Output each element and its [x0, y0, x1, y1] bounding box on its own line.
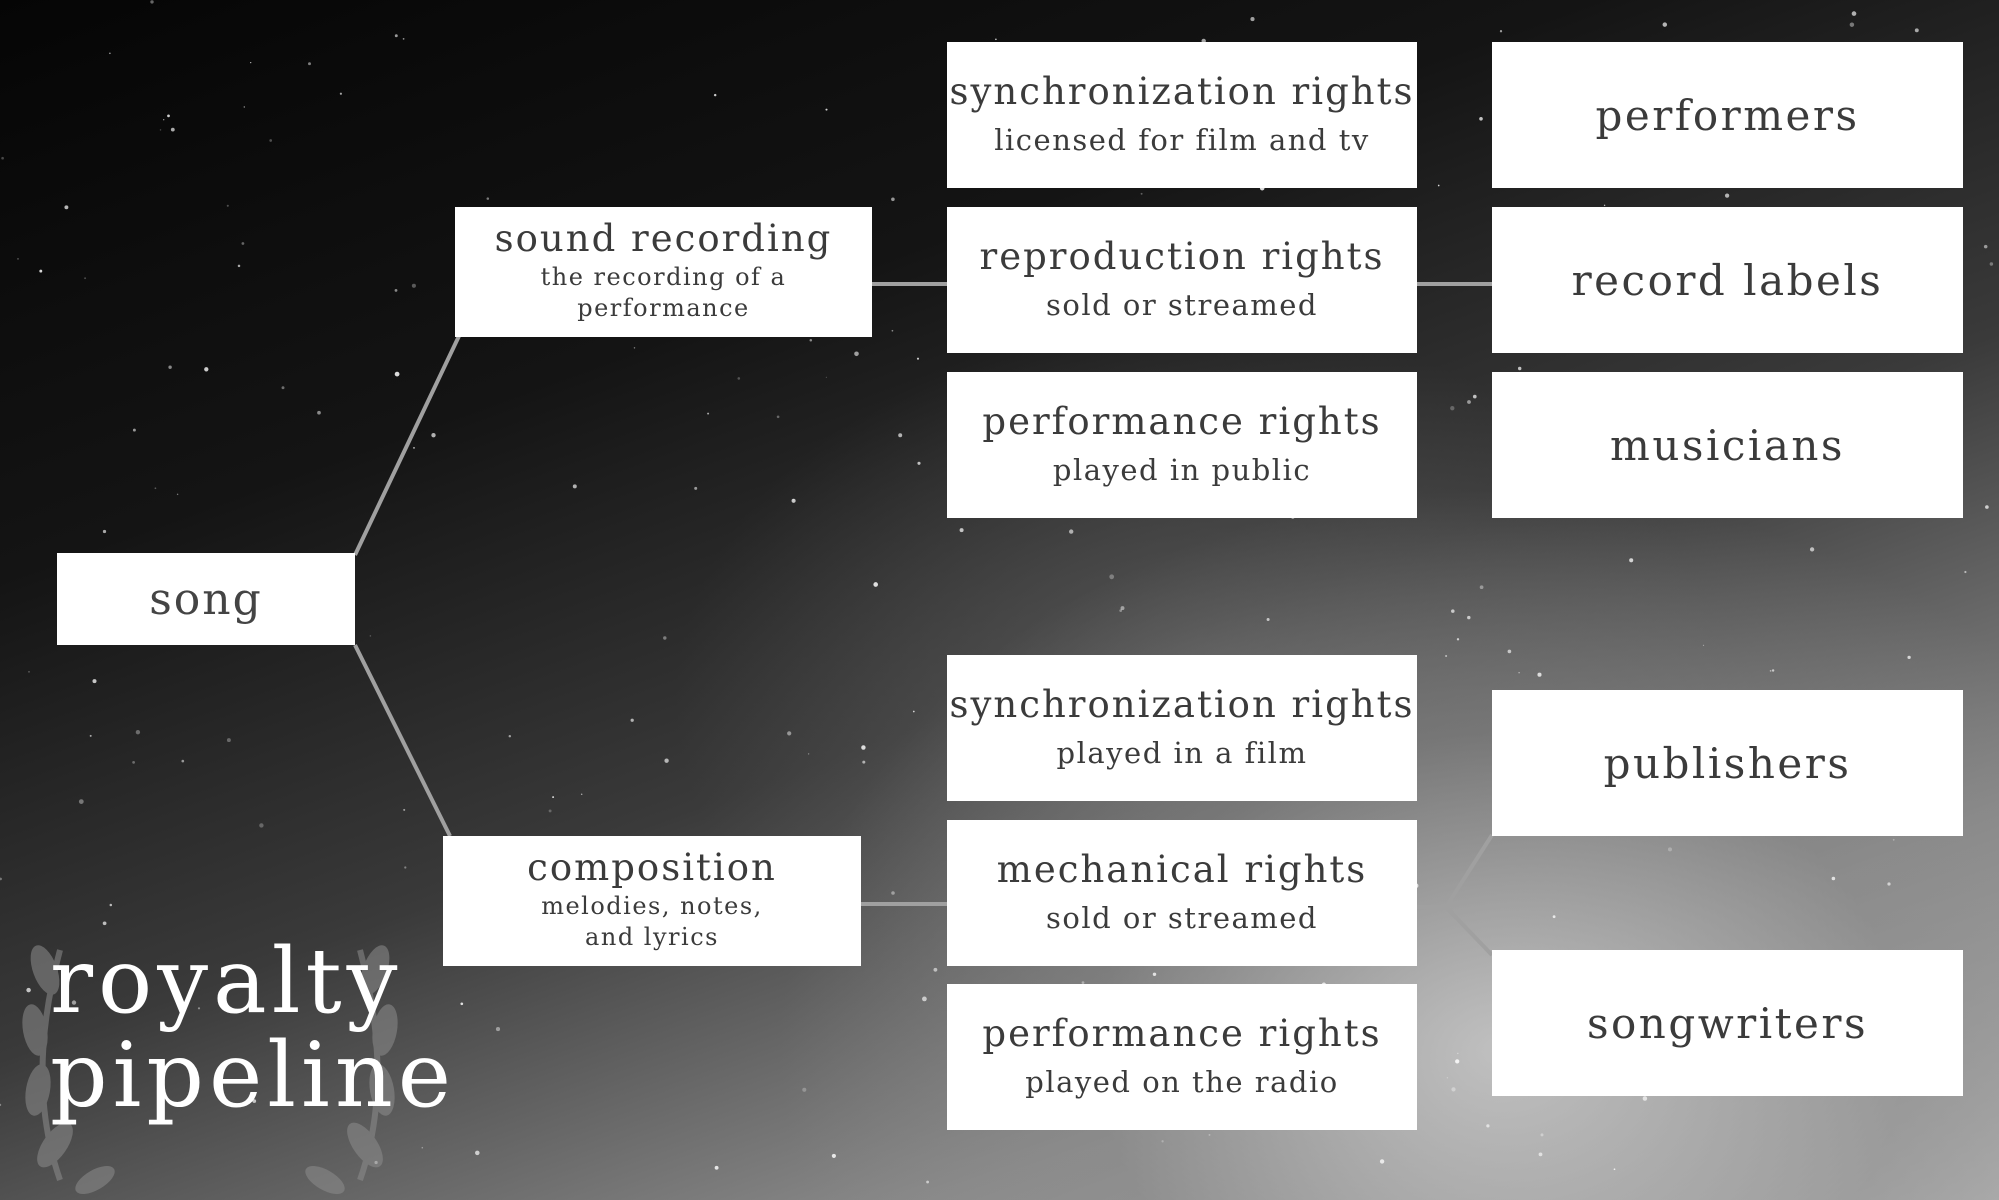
- recording-sync-rights-node: synchronization rights licensed for film…: [947, 42, 1417, 188]
- title-line-2: pipeline: [50, 1022, 457, 1128]
- recipient-label: musicians: [1610, 420, 1845, 470]
- rights-title: reproduction rights: [979, 235, 1385, 279]
- recipient-musicians-node: musicians: [1492, 372, 1963, 518]
- composition-performance-rights-node: performance rights played on the radio: [947, 984, 1417, 1130]
- connector-song-to-composition: [353, 644, 452, 837]
- composition-node: composition melodies, notes, and lyrics: [443, 836, 861, 966]
- recipient-record-labels-node: record labels: [1492, 207, 1963, 353]
- rights-title: performance rights: [982, 1012, 1382, 1056]
- song-label: song: [149, 573, 263, 625]
- rights-subtitle: sold or streamed: [1045, 900, 1318, 935]
- composition-sync-rights-node: synchronization rights played in a film: [947, 655, 1417, 801]
- rights-subtitle: played in a film: [1056, 735, 1308, 770]
- recipient-songwriters-node: songwriters: [1492, 950, 1963, 1096]
- composition-title: composition: [527, 846, 777, 890]
- song-node: song: [57, 553, 355, 645]
- recipient-publishers-node: publishers: [1492, 690, 1963, 836]
- connector-song-to-recording: [353, 335, 461, 556]
- recording-reproduction-rights-node: reproduction rights sold or streamed: [947, 207, 1417, 353]
- composition-subtitle: melodies, notes, and lyrics: [541, 892, 763, 952]
- recording-performance-rights-node: performance rights played in public: [947, 372, 1417, 518]
- rights-title: mechanical rights: [996, 848, 1368, 892]
- recipient-performers-node: performers: [1492, 42, 1963, 188]
- composition-mechanical-rights-node: mechanical rights sold or streamed: [947, 820, 1417, 966]
- connector-rights-to-songwriters: [1444, 905, 1494, 957]
- rights-subtitle: sold or streamed: [1045, 287, 1318, 322]
- page-title: royalty pipeline: [50, 935, 456, 1122]
- rights-subtitle: played in public: [1052, 452, 1312, 487]
- sound-recording-subtitle: the recording of a performance: [540, 263, 787, 323]
- rights-subtitle: licensed for film and tv: [994, 122, 1370, 157]
- rights-subtitle: played on the radio: [1025, 1064, 1339, 1099]
- laurel-wreath-icon: [22, 945, 398, 1194]
- rights-title: synchronization rights: [949, 70, 1415, 114]
- connector-rights-to-recipients-bottom: [1417, 833, 1494, 909]
- title-line-1: royalty: [50, 929, 403, 1034]
- rights-title: performance rights: [982, 400, 1382, 444]
- sound-recording-node: sound recording the recording of a perfo…: [455, 207, 872, 337]
- sound-recording-title: sound recording: [494, 217, 833, 261]
- recipient-label: publishers: [1603, 738, 1852, 788]
- recipient-label: performers: [1595, 90, 1860, 140]
- recipient-label: record labels: [1571, 255, 1884, 305]
- rights-title: synchronization rights: [949, 683, 1415, 727]
- recipient-label: songwriters: [1586, 998, 1869, 1048]
